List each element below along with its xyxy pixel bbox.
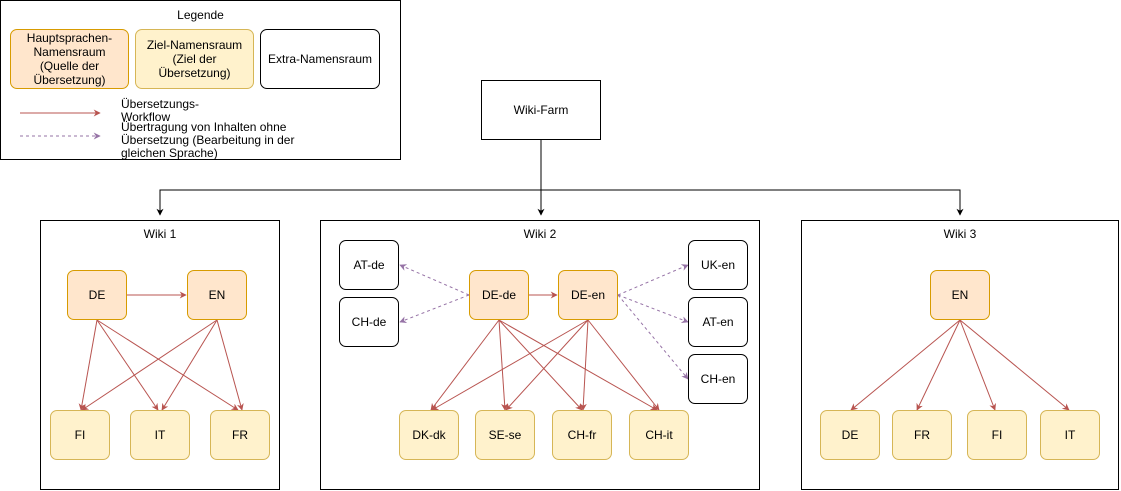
wiki2-node-se-se: SE-se: [475, 410, 535, 460]
wiki3-node-fr: FR: [892, 410, 952, 460]
legend-workflow-label: Übersetzungs-Workflow: [121, 97, 200, 124]
legend-title: Legende: [177, 8, 224, 22]
wiki2-transfer-edges: [399, 264, 689, 380]
wiki2-edges: [430, 291, 660, 411]
wiki3-node-de: DE: [820, 410, 880, 460]
legend-transfer-label: Übertragung von Inhalten ohne Übersetzun…: [121, 120, 295, 160]
wiki3-title: Wiki 3: [943, 227, 977, 241]
wiki3-node-en: EN: [930, 270, 990, 320]
farm-connectors: [156, 140, 964, 216]
wiki1-node-fr: FR: [210, 410, 270, 460]
wiki2-node-ch-fr: CH-fr: [552, 410, 612, 460]
wiki3-edges: [850, 319, 1070, 411]
wiki2-node-de-en: DE-en: [558, 270, 618, 320]
wiki2-title: Wiki 2: [523, 227, 557, 241]
wiki2-node-uk-en: UK-en: [688, 240, 748, 290]
wiki1-node-de: DE: [67, 270, 127, 320]
wiki2-node-ch-en: CH-en: [688, 354, 748, 404]
wiki1-node-en: EN: [187, 270, 247, 320]
wiki1-edges: [78, 291, 244, 411]
wiki1-node-it: IT: [130, 410, 190, 460]
wiki2-node-at-de: AT-de: [339, 240, 399, 290]
wiki2-node-dk-dk: DK-dk: [399, 410, 459, 460]
wiki1-node-fi: FI: [50, 410, 110, 460]
legend-main-namespace: Hauptsprachen-Namensraum (Quelle der Übe…: [10, 29, 129, 89]
wiki2-node-ch-it: CH-it: [629, 410, 689, 460]
wiki2-node-at-en: AT-en: [688, 297, 748, 347]
wiki-farm-label: Wiki-Farm: [513, 103, 569, 117]
legend-target-namespace: Ziel-Namensraum (Ziel der Übersetzung): [135, 29, 254, 89]
legend-extra-namespace: Extra-Namensraum: [260, 29, 380, 89]
wiki1-title: Wiki 1: [143, 227, 177, 241]
wiki3-node-fi: FI: [967, 410, 1027, 460]
wiki2-node-ch-de: CH-de: [339, 297, 399, 347]
wiki2-node-de-de: DE-de: [469, 270, 529, 320]
wiki-farm-box: Wiki-Farm: [481, 80, 601, 140]
wiki3-node-it: IT: [1040, 410, 1100, 460]
